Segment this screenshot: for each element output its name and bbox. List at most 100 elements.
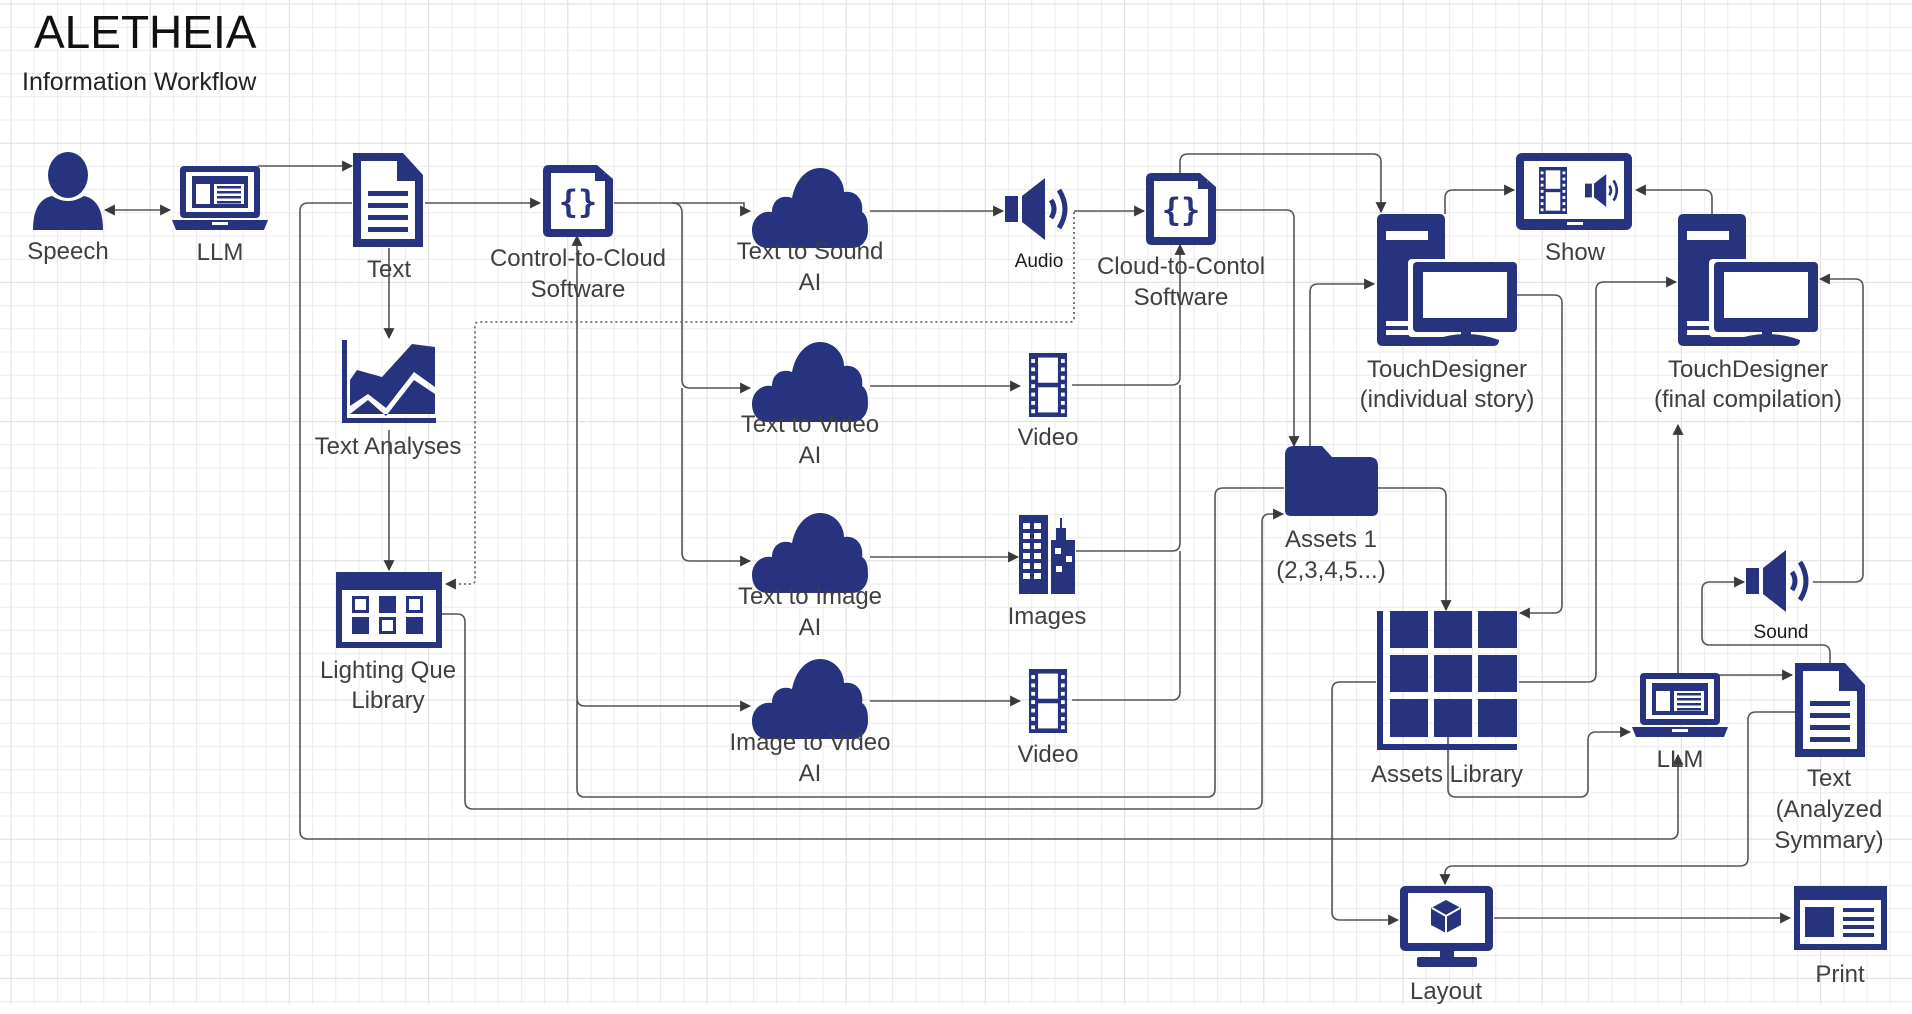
edge-textsummary-sound	[1701, 576, 1831, 667]
node-cloud-to-control[interactable]: Cloud-to-Contol Software	[1097, 173, 1265, 311]
edge-images-c2control	[1076, 385, 1181, 552]
edge-c2control-tdindividual	[1179, 153, 1387, 214]
grid-library-icon	[1377, 611, 1517, 750]
node-sound[interactable]: Sound	[1746, 550, 1808, 643]
edge-sound-tdfinal	[1813, 273, 1864, 583]
film-icon	[1028, 353, 1068, 417]
edge-assetslibrary-llmbottom	[1447, 726, 1632, 798]
node-video-1[interactable]: Video	[1018, 353, 1079, 451]
connectors	[103, 153, 1864, 926]
node-label: AI	[799, 269, 822, 296]
edge-c2c-imagetovideo	[571, 234, 752, 712]
node-label: Text to Sound	[737, 238, 884, 265]
edge-outputs-c2control	[1072, 243, 1186, 386]
node-video-2[interactable]: Video	[1018, 669, 1079, 768]
buildings-icon	[1019, 515, 1075, 594]
node-image-to-video[interactable]: Image to Video AI	[729, 659, 891, 787]
node-label: Control-to-Cloud	[490, 245, 666, 272]
node-touchdesigner-final[interactable]: TouchDesigner (final compilation)	[1654, 214, 1842, 413]
node-lighting-que-library[interactable]: Lighting Que Library	[320, 572, 456, 714]
node-label: (Analyzed	[1776, 796, 1883, 823]
node-llm-top[interactable]: LLM	[172, 166, 268, 266]
node-label: Text	[1807, 765, 1851, 792]
diagram-title: ALETHEIA	[34, 6, 257, 58]
node-label: Images	[1008, 603, 1087, 630]
node-label: Print	[1815, 961, 1865, 988]
edge-c2control-assets1	[1216, 209, 1300, 448]
tablet-media-icon	[1516, 153, 1632, 230]
node-llm-bottom[interactable]: LLM	[1632, 673, 1728, 773]
cloud-icon	[752, 513, 868, 593]
node-label: Speech	[27, 238, 108, 265]
node-text[interactable]: Text	[353, 153, 423, 283]
node-label: Text to Image	[738, 583, 882, 610]
edge-tdfinal-show	[1634, 184, 1713, 214]
print-layout-icon	[1794, 886, 1887, 950]
node-layout[interactable]: Layout	[1400, 886, 1493, 1005]
desktop-computer-icon	[1377, 214, 1517, 346]
code-file-icon	[1146, 173, 1216, 245]
code-file-icon	[543, 165, 613, 237]
node-label: AI	[799, 760, 822, 787]
folder-icon	[1285, 446, 1378, 516]
cloud-icon	[752, 342, 868, 422]
node-label: LLM	[197, 239, 244, 266]
laptop-icon	[172, 166, 268, 230]
node-touchdesigner-individual[interactable]: TouchDesigner (individual story)	[1360, 214, 1535, 413]
node-label: Audio	[1015, 251, 1064, 272]
edge-tdindividual-show	[1444, 184, 1516, 214]
node-audio[interactable]: Audio	[1005, 178, 1065, 272]
node-label: AI	[799, 442, 822, 469]
laptop-icon	[1632, 673, 1728, 737]
node-speech[interactable]: Speech	[27, 152, 109, 265]
node-label: (2,3,4,5...)	[1276, 557, 1385, 584]
diagram-subtitle: Information Workflow	[22, 68, 257, 96]
node-text-summary[interactable]: Text (Analyzed Symmary)	[1774, 663, 1884, 854]
node-images[interactable]: Images	[1008, 515, 1087, 630]
node-label: Software	[1134, 284, 1229, 311]
node-label: Text	[367, 256, 411, 283]
cloud-icon	[752, 168, 868, 248]
area-chart-icon	[342, 340, 436, 423]
node-assets-1[interactable]: Assets 1 (2,3,4,5...)	[1276, 446, 1386, 584]
node-assets-library[interactable]: Assets Library	[1371, 611, 1523, 788]
node-label: Text Analyses	[315, 433, 462, 460]
edge-textsummary-layout	[1439, 711, 1800, 886]
node-label: Library	[351, 687, 424, 714]
node-text-analyses[interactable]: Text Analyses	[315, 340, 462, 460]
edge-video2-c2control	[1072, 551, 1181, 701]
monitor-cube-icon	[1400, 886, 1493, 967]
edge-c2c-texttoimage	[681, 388, 752, 567]
node-label: Software	[531, 276, 626, 303]
edge-audio-lightingque-dotted	[444, 212, 1075, 590]
document-icon	[1795, 663, 1865, 757]
edge-c2c-texttosound	[614, 202, 752, 217]
document-icon	[353, 153, 423, 247]
edge-assetslibrary-layout	[1331, 681, 1400, 926]
node-label: TouchDesigner	[1668, 356, 1828, 383]
person-icon	[33, 152, 103, 230]
node-control-to-cloud[interactable]: Control-to-Cloud Software	[490, 165, 666, 303]
node-label: TouchDesigner	[1367, 356, 1527, 383]
node-label: Assets Library	[1371, 761, 1523, 788]
node-text-to-sound[interactable]: Text to Sound AI	[737, 168, 884, 296]
calendar-grid-icon	[336, 572, 442, 648]
node-text-to-image[interactable]: Text to Image AI	[738, 513, 882, 641]
node-show[interactable]: Show	[1516, 153, 1632, 266]
node-label: Video	[1018, 741, 1079, 768]
node-text-to-video[interactable]: Text to Video AI	[741, 342, 879, 469]
node-label: Assets 1	[1285, 526, 1377, 553]
node-label: Cloud-to-Contol	[1097, 253, 1265, 280]
cloud-icon	[752, 659, 868, 739]
film-icon	[1028, 669, 1068, 733]
edge-assets1-assetslibrary	[1378, 487, 1452, 612]
edge-text-llmbottom	[299, 202, 1684, 840]
node-label: LLM	[1657, 746, 1704, 773]
node-label: Symmary)	[1774, 827, 1883, 854]
node-label: Show	[1545, 239, 1606, 266]
node-label: Layout	[1410, 978, 1482, 1005]
node-label: (individual story)	[1360, 386, 1535, 413]
node-print[interactable]: Print	[1794, 886, 1887, 988]
